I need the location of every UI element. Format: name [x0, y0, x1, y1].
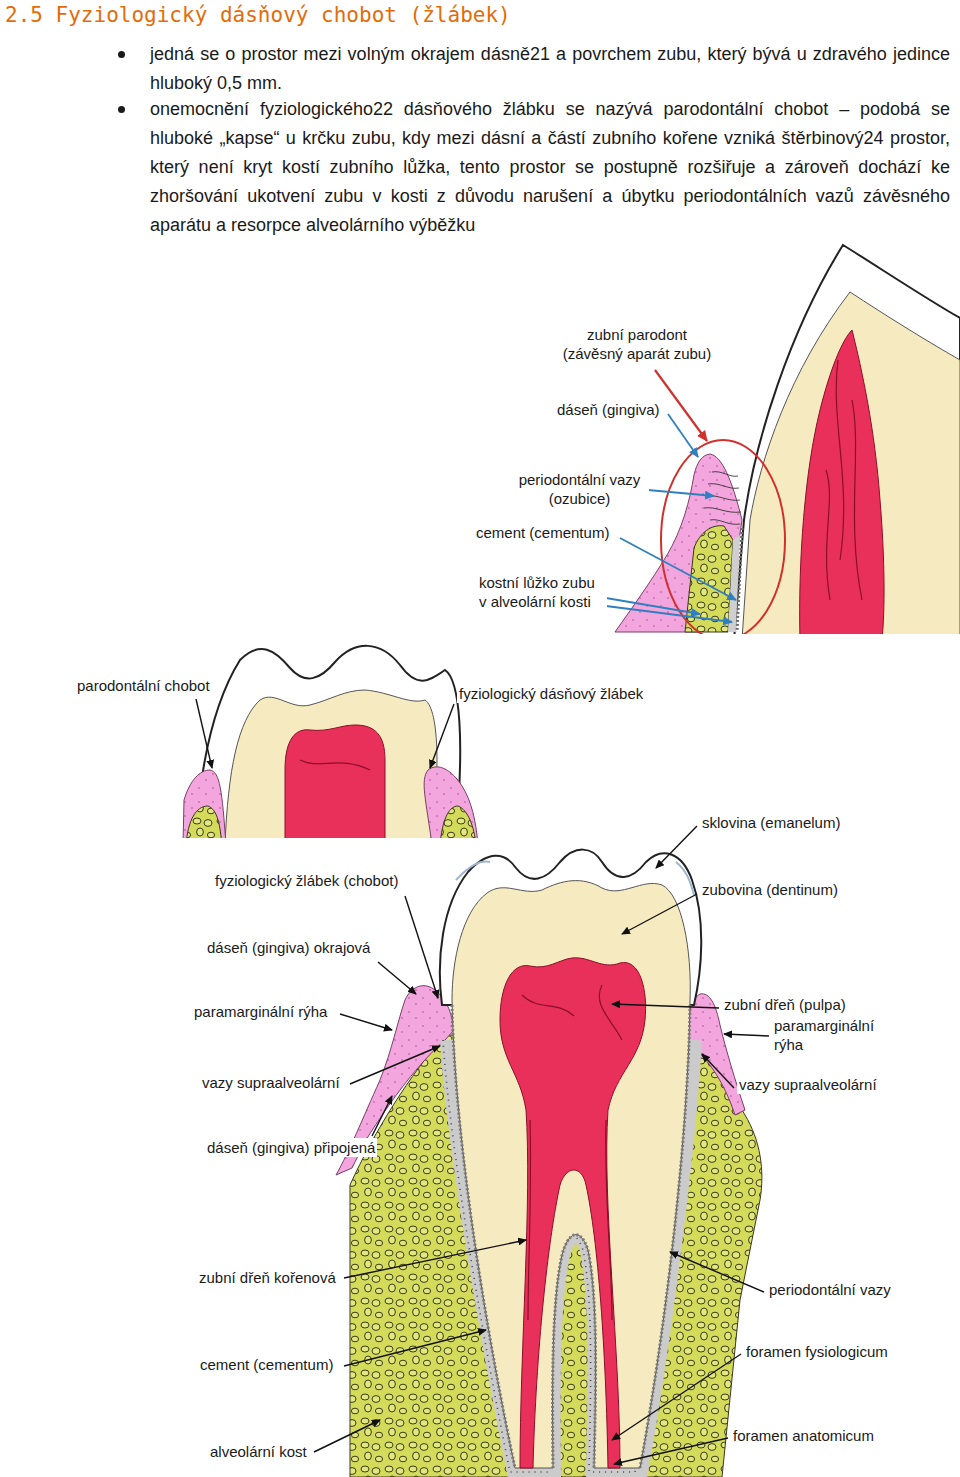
bullet-dot	[118, 51, 125, 58]
part-label: dáseň (gingiva) okrajová	[205, 938, 372, 957]
molar-crown	[183, 646, 478, 838]
part-label: foramen fysiologicum	[744, 1342, 890, 1361]
bullet-text: jedná se o prostor mezi volným okrajem d…	[150, 40, 950, 98]
part-label: dáseň (gingiva) připojená	[205, 1138, 377, 1157]
part-label: fyziologický dásňový žlábek	[457, 684, 645, 703]
incisor-section	[615, 245, 960, 634]
part-label: cement (cementum)	[474, 523, 611, 542]
page-heading: 2.5 Fyziologický dásňový chobot (žlábek)	[5, 1, 511, 29]
leader-lines	[196, 699, 454, 768]
leader-lines	[314, 826, 769, 1464]
bullet-text: onemocnění fyziologického22 dásňového žl…	[150, 95, 950, 240]
part-label: sklovina (emanelum)	[700, 813, 842, 832]
part-label: dáseň (gingiva)	[555, 400, 662, 419]
part-label: vazy supraalveolární	[200, 1073, 342, 1092]
part-label: periodontální vazy (ozubice)	[510, 470, 649, 508]
molar-section	[336, 850, 762, 1477]
part-label: fyziologický žlábek (chobot)	[213, 871, 400, 890]
part-label: zubní dřeň (pulpa)	[722, 995, 848, 1014]
part-label: paramarginální rýha	[772, 1016, 886, 1054]
part-label: zubní dřeň kořenová	[197, 1268, 338, 1287]
part-label: vazy supraalveolární	[737, 1075, 879, 1094]
part-label: foramen anatomicum	[731, 1426, 876, 1445]
part-label: zubní parodont (závěsný aparát zubu)	[558, 325, 716, 363]
part-label: parodontální chobot	[75, 676, 212, 695]
part-label: paramarginální rýha	[192, 1002, 329, 1021]
part-label: kostní lůžko zubu v alveolární kosti	[477, 573, 607, 611]
part-label: periodontální vazy	[767, 1280, 893, 1299]
bullet-dot	[118, 106, 125, 113]
part-label: cement (cementum)	[198, 1355, 335, 1374]
part-label: alveolární kost	[208, 1442, 309, 1461]
part-label: zubovina (dentinum)	[700, 880, 840, 899]
